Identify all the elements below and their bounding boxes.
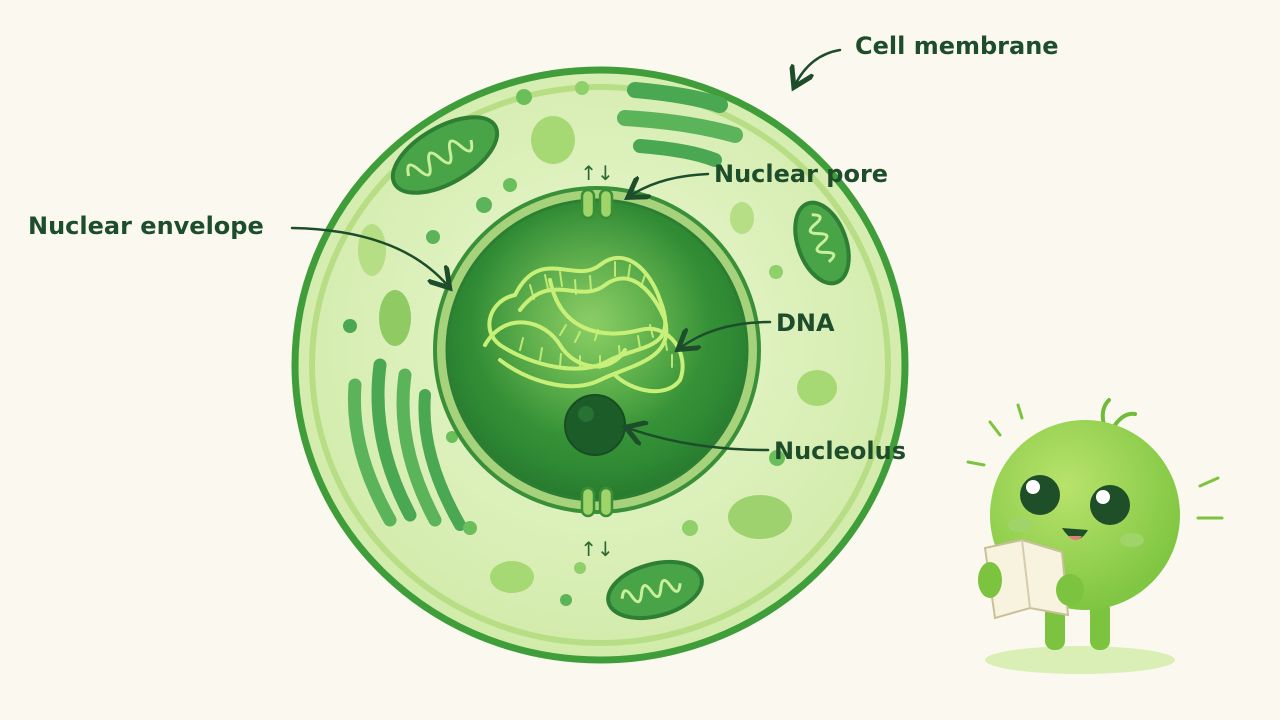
transport-arrows-bottom: ↑↓ (580, 537, 614, 561)
cell-membrane-inner (309, 84, 891, 646)
leader-nucleolus (628, 428, 770, 452)
label-dna: DNA (776, 309, 835, 337)
mitochondrion-top-left (390, 115, 500, 195)
vesicle (358, 224, 386, 276)
nucleolus (564, 394, 626, 456)
vesicle (490, 561, 534, 593)
cell-mascot-icon (966, 398, 1224, 674)
leader-cell-membrane (795, 48, 842, 85)
nucleolus-highlight (578, 406, 594, 422)
dna-glow (470, 200, 710, 440)
organelles (343, 81, 851, 621)
granule (560, 594, 572, 606)
granule (575, 81, 589, 95)
granule (769, 265, 783, 279)
vesicle (531, 116, 575, 164)
leader-nuclear-pore (630, 172, 710, 196)
granule (426, 230, 440, 244)
vesicle (379, 290, 411, 346)
nucleus (433, 186, 761, 518)
granule (476, 197, 492, 213)
mascot-shadow (985, 646, 1175, 674)
label-nucleolus: Nucleolus (774, 437, 906, 465)
dna (483, 256, 685, 394)
granule (446, 431, 458, 443)
vesicle (797, 370, 837, 406)
leader-lines (290, 48, 842, 452)
nuclear-pore-top (580, 188, 614, 220)
vesicle (730, 202, 754, 234)
granule (463, 521, 477, 535)
mitochondrion-right (793, 200, 851, 286)
label-cell-membrane: Cell membrane (855, 32, 1059, 60)
transport-arrows-top: ↑↓ (580, 161, 614, 185)
granule (574, 562, 586, 574)
granule (516, 89, 532, 105)
leader-nuclear-envelope (290, 226, 448, 286)
leader-dna (680, 320, 772, 348)
endoplasmic-reticulum (347, 358, 466, 531)
label-nuclear-envelope: Nuclear envelope (28, 212, 264, 240)
map-paper-icon (983, 538, 1070, 620)
granule (769, 450, 785, 466)
granule (682, 520, 698, 536)
granule (503, 178, 517, 192)
nuclear-pore-bottom (580, 486, 614, 518)
vesicle (728, 495, 792, 539)
mitochondrion-bottom (606, 559, 704, 621)
granule (343, 319, 357, 333)
label-nuclear-pore: Nuclear pore (714, 160, 888, 188)
golgi-top (617, 82, 743, 167)
